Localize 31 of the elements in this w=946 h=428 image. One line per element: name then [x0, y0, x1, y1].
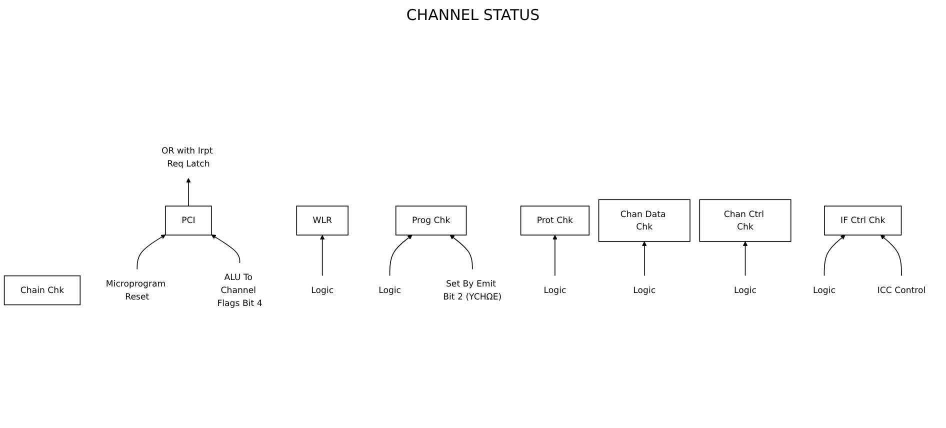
arrow [642, 241, 647, 276]
node-box: Prog Chk [395, 206, 467, 236]
node-box: Chan Ctrl Chk [699, 199, 792, 242]
node-text: Microprogram Reset [106, 278, 166, 302]
arrow [824, 234, 846, 276]
arrow [389, 234, 412, 276]
diagram-title: CHANNEL STATUS [406, 6, 540, 24]
node-text: Logic [311, 284, 334, 296]
arrow [742, 241, 748, 276]
node-text: Logic [734, 284, 756, 296]
node-text: ALU To Channel Flags Bit 4 [217, 272, 262, 308]
arrow [880, 234, 902, 276]
node-box: IF Ctrl Chk [824, 206, 902, 236]
node-box: Chan Data Chk [598, 199, 690, 242]
node-box: Chain Chk [4, 275, 81, 306]
arrow [450, 234, 473, 270]
arrow [211, 234, 240, 264]
arrow [552, 234, 558, 276]
node-text: ICC Control [877, 284, 926, 296]
node-box: WLR [296, 206, 348, 236]
node-text: Logic [633, 284, 656, 296]
node-text: OR with Irpt Req Latch [161, 145, 213, 169]
node-text: Logic [378, 284, 402, 296]
node-text: Set By Emit Bit 2 (YCHΩE) [443, 278, 502, 302]
arrow [136, 234, 166, 270]
arrow [186, 178, 191, 206]
node-text: Logic [544, 284, 566, 296]
node-text: Logic [813, 284, 836, 296]
node-box: Prot Chk [520, 206, 590, 236]
arrow [320, 234, 325, 276]
node-box: PCI [165, 206, 212, 236]
